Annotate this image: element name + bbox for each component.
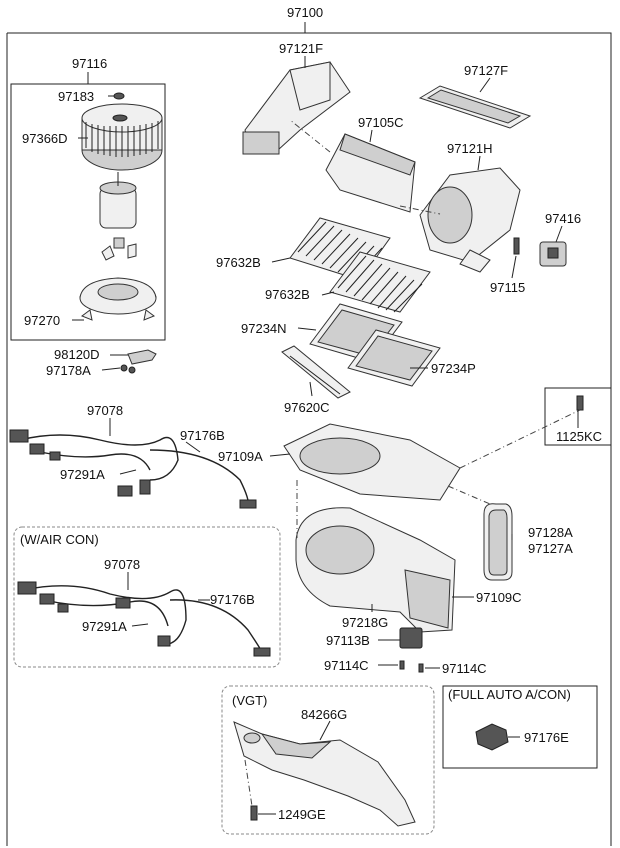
duct-84266g — [233, 721, 416, 827]
label-97218g: 97218G — [342, 615, 388, 630]
bolt-97115 — [513, 237, 520, 255]
label-97291a-lower: 97291A — [82, 619, 127, 634]
label-97416: 97416 — [545, 211, 581, 226]
harness-97176b-upper — [149, 449, 257, 509]
filter-97632b-2 — [329, 251, 431, 313]
label-97127f: 97127F — [464, 63, 508, 78]
vgt-caption: (VGT) — [232, 693, 267, 708]
screw-97114c-2 — [418, 663, 424, 673]
bolt-box — [544, 387, 612, 446]
label-97114c-2: 97114C — [442, 661, 487, 676]
label-97620c: 97620C — [284, 400, 330, 415]
module-97176e — [475, 723, 509, 751]
label-97109c: 97109C — [476, 590, 522, 605]
bolt-1125kc — [576, 395, 584, 411]
motor — [99, 172, 137, 229]
label-97116: 97116 — [72, 56, 107, 71]
label-1249ge: 1249GE — [278, 807, 326, 822]
w-air-con-box — [13, 526, 281, 668]
assembly-lines — [244, 119, 581, 807]
label-97176b-lower: 97176B — [210, 592, 255, 607]
resistor-97113b — [399, 627, 423, 649]
label-97100: 97100 — [287, 5, 323, 20]
nut-97183 — [113, 92, 125, 100]
label-97121f: 97121F — [279, 41, 323, 56]
label-97183: 97183 — [58, 89, 94, 104]
label-97078-lower: 97078 — [104, 557, 140, 572]
label-97234n: 97234N — [241, 321, 287, 336]
label-97105c: 97105C — [358, 115, 404, 130]
bracket-97620c — [281, 345, 351, 399]
harness-97176b-lower — [169, 599, 271, 657]
label-97270: 97270 — [24, 313, 60, 328]
label-97113b: 97113B — [326, 633, 370, 648]
outer-frame — [6, 22, 612, 846]
clip-98120d — [120, 349, 157, 374]
w-air-con-caption: (W/AIR CON) — [20, 532, 99, 547]
actuator-97416 — [539, 241, 567, 267]
leader-lines — [72, 56, 579, 815]
label-97234p: 97234P — [431, 361, 476, 376]
label-97176e: 97176E — [524, 730, 569, 745]
label-84266g: 84266G — [301, 707, 347, 722]
label-97632b-1: 97632B — [216, 255, 261, 270]
label-97128a: 97128A — [528, 525, 573, 540]
case-97121h — [419, 167, 521, 273]
label-97121h: 97121H — [447, 141, 493, 156]
vgt-box — [221, 685, 435, 835]
label-97176b-upper: 97176B — [180, 428, 225, 443]
label-97114c-1: 97114C — [324, 658, 369, 673]
case-97105c — [325, 133, 416, 213]
case-97121f — [242, 61, 351, 155]
label-97109a: 97109A — [218, 449, 263, 464]
label-97127a: 97127A — [528, 541, 573, 556]
motor-housing-97270 — [79, 277, 157, 321]
full-auto-box — [442, 685, 598, 769]
label-98120d: 98120D — [54, 347, 100, 362]
label-97078-upper: 97078 — [87, 403, 123, 418]
label-97291a-upper: 97291A — [60, 467, 105, 482]
case-97109a — [283, 423, 461, 501]
screw-1249ge — [250, 805, 258, 821]
label-1125kc: 1125KC — [556, 429, 602, 444]
motor-clips — [101, 237, 137, 261]
harness-97078-upper — [9, 429, 179, 497]
label-97632b-2: 97632B — [265, 287, 310, 302]
full-auto-caption: (FULL AUTO A/CON) — [448, 687, 571, 702]
cover-97234p — [347, 329, 441, 387]
blower-fan-97366d — [81, 103, 163, 171]
case-97109c — [295, 507, 456, 633]
filter-seal-97127f — [418, 85, 532, 129]
seal-97128a — [483, 503, 513, 581]
label-97366d: 97366D — [22, 131, 68, 146]
label-97115: 97115 — [490, 280, 525, 295]
harness-97078-lower — [17, 581, 187, 647]
label-97178a: 97178A — [46, 363, 91, 378]
screw-97114c-1 — [399, 660, 405, 670]
